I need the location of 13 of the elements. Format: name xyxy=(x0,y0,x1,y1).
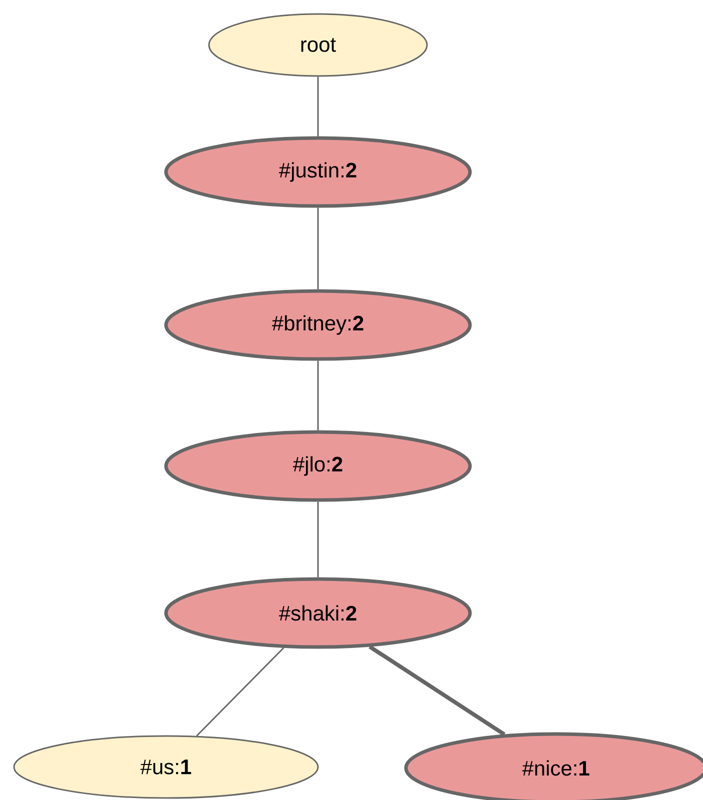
connector-line xyxy=(317,208,319,290)
ellipse-node: #jlo:2 xyxy=(164,430,472,502)
ellipse-node: #britney:2 xyxy=(164,289,472,361)
ellipse-node: #us:1 xyxy=(13,735,319,799)
connector-line xyxy=(317,502,319,578)
ellipse-node: #nice:1 xyxy=(404,732,703,800)
ellipse-node: #justin:2 xyxy=(164,136,472,208)
connector-line xyxy=(317,360,319,430)
ellipse-node: root xyxy=(208,13,428,77)
connector-line xyxy=(196,647,284,736)
connector-line xyxy=(317,76,319,136)
connector-line xyxy=(368,645,506,736)
ellipse-node: #shaki:2 xyxy=(164,577,472,649)
